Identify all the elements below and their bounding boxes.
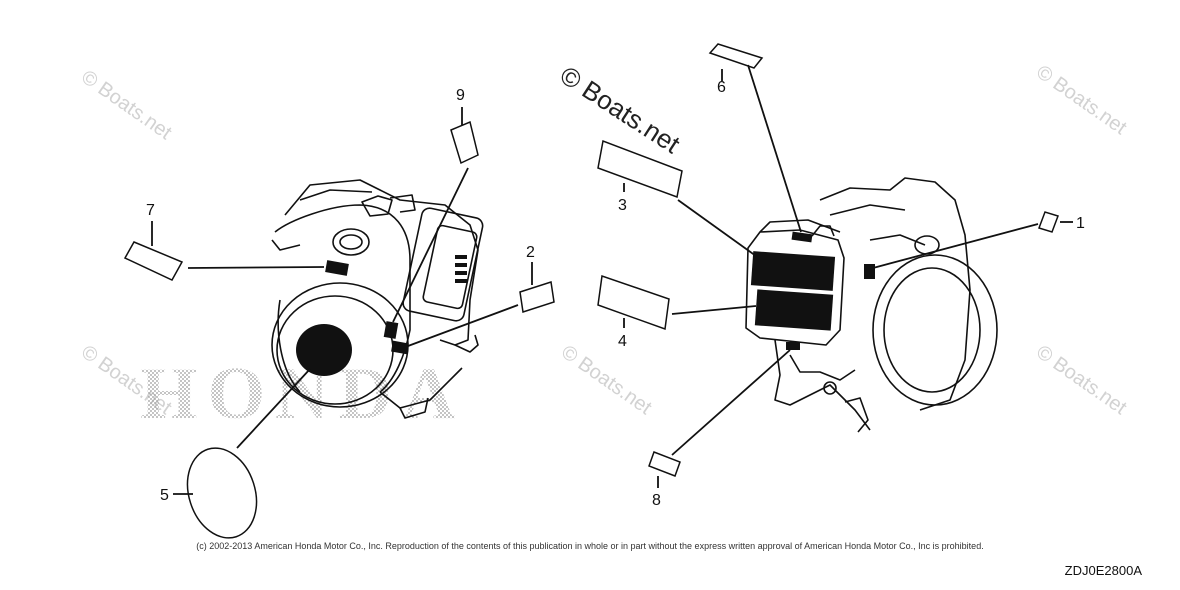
- engine-left-label-7: [325, 260, 349, 276]
- loose-label-parts: [123, 43, 1059, 539]
- part-9-label: [450, 120, 479, 165]
- callout-3: 3: [618, 197, 627, 214]
- copyright-notice: (c) 2002-2013 American Honda Motor Co., …: [196, 541, 984, 551]
- part-1-label: [1038, 211, 1059, 233]
- engine-right-label-1: [864, 264, 875, 279]
- engine-left-label-9: [383, 321, 399, 339]
- callout-1: 1: [1076, 215, 1085, 232]
- engine-right-illustration: [745, 177, 998, 433]
- engine-left-label-2: [391, 340, 409, 355]
- part-2-label: [519, 281, 555, 313]
- part-4-label: [597, 274, 670, 331]
- main-watermark: © Boats.net: [555, 60, 686, 160]
- engine-right-label-8: [786, 342, 800, 350]
- callout-6: 6: [717, 79, 726, 96]
- callout-5: 5: [160, 487, 169, 504]
- part-3-label: [597, 139, 683, 199]
- part-6-label: [708, 43, 764, 69]
- callout-8: 8: [652, 492, 661, 509]
- watermark-mid-center: © Boats.net: [557, 341, 656, 419]
- air-cleaner-label-3: [750, 251, 836, 291]
- air-cleaner-label-4: [754, 289, 834, 331]
- callout-4: 4: [618, 333, 627, 350]
- engine-left-vent-slots: [455, 255, 467, 283]
- leader-lines: [151, 64, 1073, 495]
- part-7-label: [123, 241, 184, 281]
- recoil-emblem-left: [296, 324, 352, 376]
- engine-left-illustration: [271, 179, 484, 419]
- callout-7: 7: [146, 202, 155, 219]
- watermark-top-right: © Boats.net: [1032, 61, 1131, 139]
- watermark-mid-right: © Boats.net: [1032, 341, 1131, 419]
- drawing-code: ZDJ0E2800A: [1064, 563, 1142, 578]
- part-5-label: [186, 447, 258, 539]
- engine-right-label-6: [791, 231, 813, 243]
- part-8-label: [648, 451, 681, 477]
- callout-2: 2: [526, 244, 535, 261]
- callout-9: 9: [456, 87, 465, 104]
- watermark-top-left: © Boats.net: [77, 66, 176, 144]
